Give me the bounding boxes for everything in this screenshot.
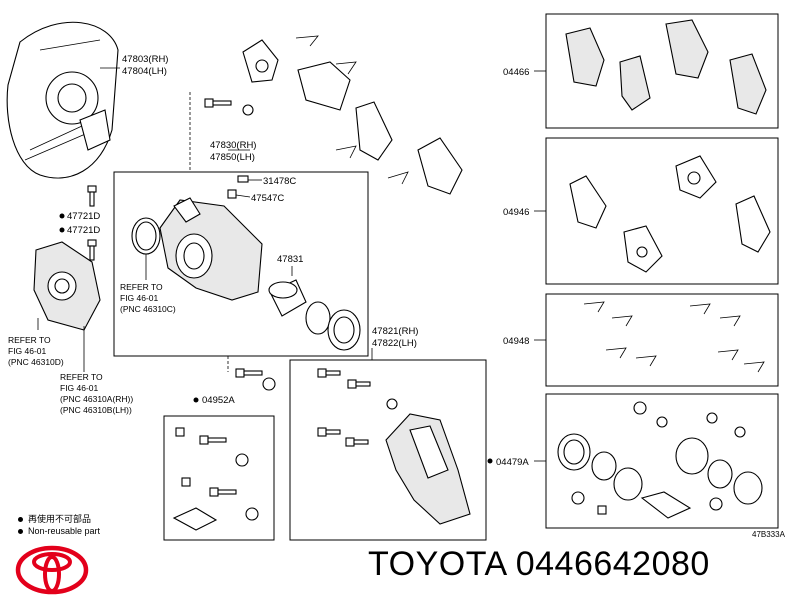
piston (268, 279, 307, 317)
legend-jp: 再使用不可部品 (28, 514, 92, 524)
refer-left1-l1: REFER TO (8, 335, 51, 345)
pin-kit-parts (172, 427, 259, 531)
seal-kit-label: 04479A (496, 457, 529, 468)
slide-pin-top (204, 98, 254, 116)
mount-bolts (317, 368, 398, 447)
piston-label: 47831 (277, 254, 303, 265)
diagram-code: 47B333A (752, 530, 785, 539)
refer-left2-l2: FIG 46-01 (60, 383, 99, 393)
shim-kit-label: 04946 (503, 207, 529, 218)
shield-label-rh: 47803(RH) (122, 54, 168, 65)
pad-kit-label: 04466 (503, 67, 529, 78)
leader (235, 194, 251, 198)
knuckle-caliper (33, 241, 101, 331)
bleeder-label: 31478C (263, 176, 296, 187)
refer-left1-l3: (PNC 46310D) (8, 357, 64, 367)
legend: 再使用不可部品 Non-reusable part (18, 513, 100, 537)
bolt-label-2: 47721D (67, 225, 100, 236)
mount-box (289, 359, 487, 541)
refer-left2-l4: (PNC 46310B(LH)) (60, 405, 132, 415)
mount-bolts-outside (235, 368, 276, 391)
refer-inner-l1: REFER TO (120, 282, 163, 292)
dust-shield (6, 21, 119, 179)
guide-bolts (87, 185, 97, 261)
refer-left2-l3: (PNC 46310A(RH)) (60, 394, 133, 404)
shield-label-lh: 47804(LH) (122, 66, 167, 77)
bolt-label-1: 47721D (67, 211, 100, 222)
refer-left1-l2: FIG 46-01 (8, 346, 47, 356)
toyota-logo-icon (15, 545, 89, 595)
mount-bracket (385, 413, 471, 525)
clip-kit-parts (583, 301, 765, 373)
refer-left2-l1: REFER TO (60, 372, 103, 382)
mount-label-rh: 47821(RH) (372, 326, 418, 337)
mount-label-lh: 47822(LH) (372, 338, 417, 349)
bleeder-cap-label: 47547C (251, 193, 284, 204)
pad-pieces-top (242, 35, 463, 195)
pin-kit-label: 04952A (202, 395, 235, 406)
caliper-label-lh: 47850(LH) (210, 152, 255, 163)
part-title: TOYOTA 0446642080 (368, 545, 710, 583)
legend-dot (18, 529, 23, 535)
nonreusable-dot (59, 227, 65, 233)
caliper-body (159, 197, 263, 301)
clip-kit-box (545, 293, 779, 387)
pad-kit-parts (565, 19, 767, 115)
caliper-seal-ring (131, 217, 161, 255)
refer-inner-l2: FIG 46-01 (120, 293, 159, 303)
legend-dot (18, 517, 23, 523)
bleeder-screw (227, 175, 249, 199)
caliper-assembly-box (113, 171, 369, 357)
legend-en: Non-reusable part (28, 526, 101, 536)
pin-kit-box (163, 415, 275, 541)
nonreusable-dot (193, 397, 199, 403)
nonreusable-dot (487, 458, 493, 464)
piston-seals (305, 301, 361, 351)
shim-kit-parts (569, 155, 771, 273)
clip-kit-label: 04948 (503, 336, 529, 347)
seal-kit-parts (557, 401, 763, 519)
caliper-label-rh: 47830(RH) (210, 140, 256, 151)
refer-inner-l3: (PNC 46310C) (120, 304, 176, 314)
nonreusable-dot (59, 213, 65, 219)
